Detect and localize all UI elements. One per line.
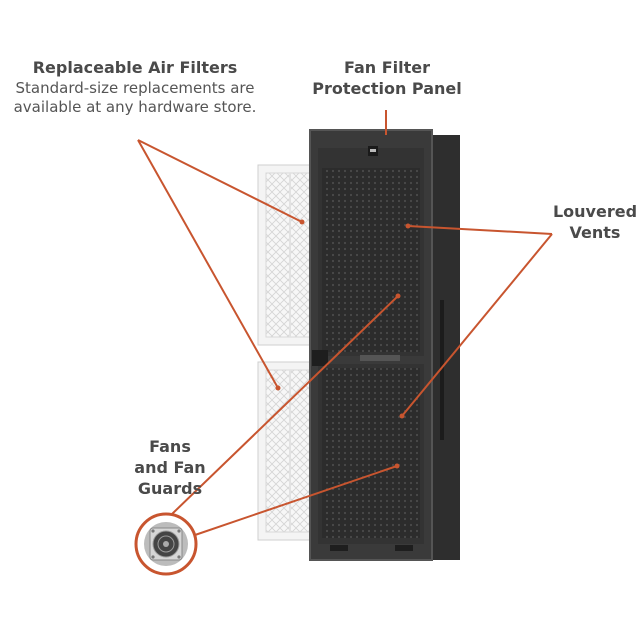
air-filters-label: Replaceable Air Filters Standard-size re… (0, 58, 270, 118)
lock-badge-icon (368, 146, 378, 156)
vents-label: Louvered Vents (548, 202, 642, 244)
panel-line1: Fan Filter (343, 58, 431, 77)
fan-filter-protection-panel (309, 129, 433, 561)
cabinet-body (430, 135, 460, 560)
fans-label: Fans and Fan Guards (130, 437, 210, 499)
callout-lines (137, 110, 553, 536)
air-filters-line1: Standard-size replacements are (15, 78, 255, 97)
panel-line2: Protection Panel (312, 78, 462, 98)
fans-line2: and Fan (134, 457, 206, 477)
fans-line3: Guards (137, 478, 203, 498)
air-filters-line2: available at any hardware store. (13, 98, 257, 117)
fan-guard-icon (134, 512, 198, 576)
air-filters-title: Replaceable Air Filters (32, 58, 238, 77)
vents-line2: Vents (569, 222, 621, 242)
panel-label: Fan Filter Protection Panel (312, 58, 462, 100)
vents-line1: Louvered (552, 202, 638, 221)
fans-line1: Fans (149, 437, 191, 456)
